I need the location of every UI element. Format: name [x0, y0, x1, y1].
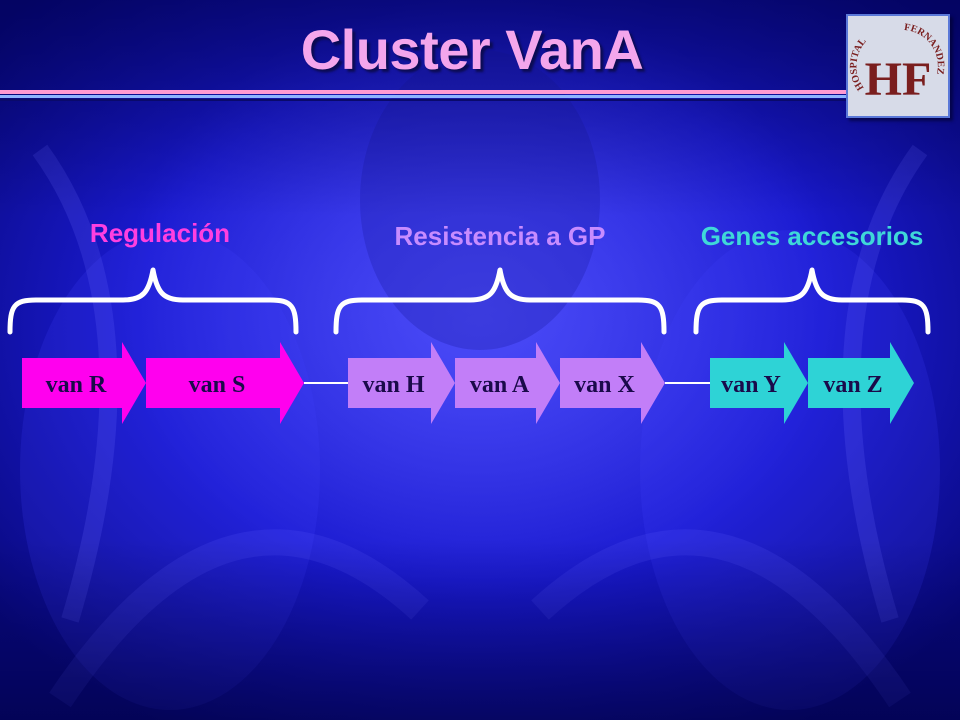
group-label-regulacion: Regulación — [89, 218, 231, 248]
gene-label: van H — [362, 372, 424, 398]
gene-label: van A — [470, 372, 530, 398]
gene-arrow-shape — [710, 342, 808, 424]
gene-arrows: van R van S van H van A van X van Y van Z — [22, 342, 914, 424]
gene-arrow-van-x: van X — [560, 342, 665, 424]
hospital-logo: HOSPITAL FERNANDEZ HF — [846, 14, 950, 118]
gene-arrow-van-h: van H — [348, 342, 455, 424]
gene-arrow-shape — [808, 342, 914, 424]
gene-arrow-van-a: van A — [455, 342, 560, 424]
gene-label: van R — [46, 372, 107, 398]
gene-label: van Z — [823, 372, 882, 398]
group-label-accesorios: Genes accesorios — [700, 221, 924, 251]
gene-arrow-van-s: van S — [146, 342, 304, 424]
title-underline — [0, 90, 850, 104]
gene-label: van Y — [721, 372, 781, 398]
gene-arrow-van-r: van R — [22, 342, 146, 424]
gene-arrow-van-z: van Z — [808, 342, 914, 424]
brace-resistencia — [333, 267, 667, 335]
gene-arrow-shape — [348, 342, 455, 424]
gene-arrow-shape — [22, 342, 146, 424]
group-braces — [7, 267, 931, 335]
gene-label: van S — [189, 372, 246, 398]
logo-monogram: HF — [865, 53, 932, 106]
brace-regulacion — [7, 267, 299, 335]
gene-arrow-shape — [146, 342, 304, 424]
gene-arrow-shape — [455, 342, 560, 424]
gene-arrow-van-y: van Y — [710, 342, 808, 424]
group-label-resistencia: Resistencia a GP — [394, 221, 606, 251]
gene-arrow-shape — [560, 342, 665, 424]
slide-title: Cluster VanA — [300, 18, 644, 81]
brace-accesorios — [693, 267, 931, 335]
gene-label: van X — [574, 372, 635, 398]
